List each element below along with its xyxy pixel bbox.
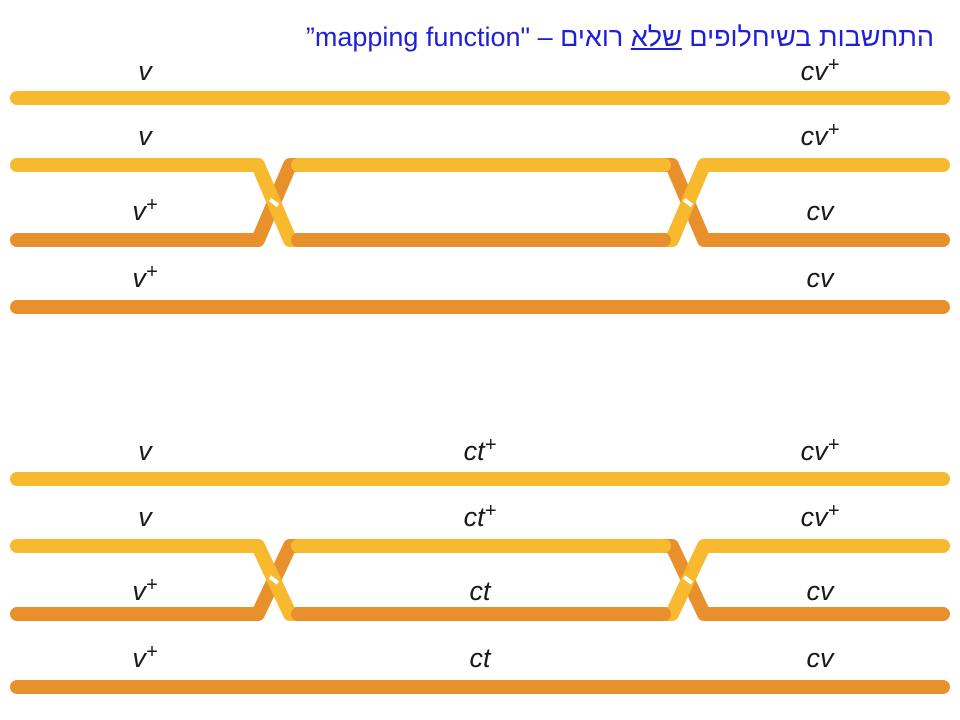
crossover-gap-2 bbox=[682, 575, 694, 585]
crossover-gap-1 bbox=[268, 197, 280, 208]
gene-label-right: cv bbox=[807, 263, 836, 293]
gene-label-right: cv+ bbox=[801, 500, 840, 532]
gene-label-right: cv+ bbox=[801, 434, 840, 466]
gene-label-right: cv bbox=[807, 576, 836, 606]
diagram-1: v cv+ v cv+ v+ cv v+ cv bbox=[10, 54, 950, 314]
gene-label-left: v+ bbox=[132, 641, 157, 673]
gene-label-left: v bbox=[138, 56, 153, 86]
gene-label-right: cv bbox=[807, 196, 836, 226]
title-quoted: ”mapping function" bbox=[305, 22, 531, 52]
crossover-gap-1 bbox=[268, 575, 280, 585]
gene-label-right: cv+ bbox=[801, 54, 840, 86]
gene-label-left: v bbox=[138, 502, 153, 532]
gene-label-left: v bbox=[138, 436, 153, 466]
gene-label-middle: ct+ bbox=[464, 434, 497, 466]
gene-label-left: v+ bbox=[132, 194, 157, 226]
diagram-2: v ct+ cv+ v ct+ cv+ v+ ct cv v+ ct cv bbox=[10, 434, 950, 694]
gene-label-middle: ct bbox=[469, 643, 492, 673]
gene-label-right: cv+ bbox=[801, 119, 840, 151]
gene-label-left: v+ bbox=[132, 261, 157, 293]
gene-label-middle: ct+ bbox=[464, 500, 497, 532]
crossover-gap-2 bbox=[682, 197, 694, 208]
title-rest: רואים – bbox=[537, 22, 624, 52]
gene-label-left: v+ bbox=[132, 574, 157, 606]
gene-label-left: v bbox=[138, 121, 153, 151]
title-prefix: התחשבות בשיחלופים bbox=[689, 22, 934, 52]
title-underlined-word: שלא bbox=[630, 22, 682, 52]
gene-label-right: cv bbox=[807, 643, 836, 673]
gene-label-middle: ct bbox=[469, 576, 492, 606]
slide-title: התחשבות בשיחלופים שלא רואים – ”mapping f… bbox=[306, 22, 934, 53]
